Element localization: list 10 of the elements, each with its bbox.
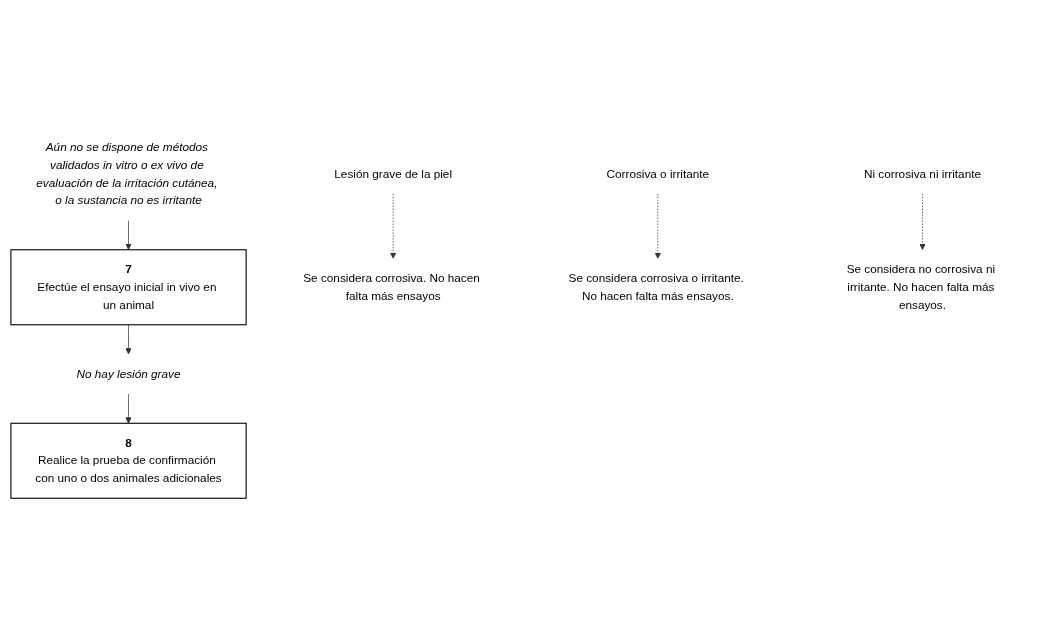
node-text: Aún no se dispone de métodos validados in vitro o ex vivo de evaluación de la irritación cutánea, o la sustancia no es irritante (36, 140, 218, 207)
node-text: Corrosiva o irritante (606, 167, 710, 180)
node-text: Se considera corrosiva. No hacen falta más ensayos (303, 271, 480, 302)
node-box: 7 Efectúe el ensayo inicial in vivo en un animal (10, 249, 247, 326)
node-text: Se considera no corrosiva ni irritante. No hacen falta más ensayos. (846, 263, 996, 311)
node-box: 8 Realice la prueba de confirmación con uno o dos animales adicionales (10, 422, 247, 499)
node-text: Lesión grave de la piel (334, 167, 453, 180)
node-text: Ni corrosiva ni irritante (863, 167, 981, 180)
node-text: Se considera corrosiva o irritante. No hacen falta más ensayos. (568, 271, 744, 302)
node-text: No hay lesión grave (76, 367, 181, 380)
